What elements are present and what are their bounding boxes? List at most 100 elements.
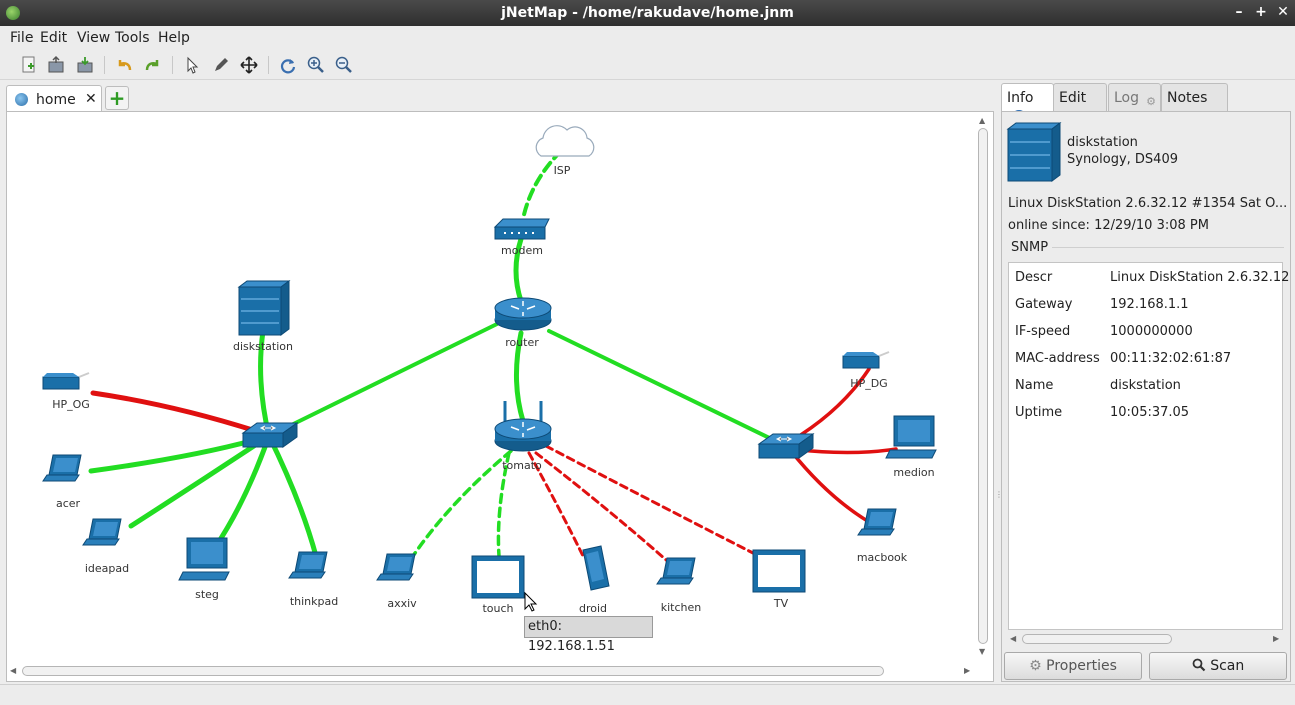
tab-info[interactable]: Infoi [1001,83,1054,126]
globe-icon [15,93,28,106]
link-switch2-macbook [789,449,878,528]
node-hp-dg[interactable]: HP_DG [842,351,890,390]
node-droid[interactable]: droid [579,545,610,615]
move-icon[interactable] [239,55,259,75]
snmp-value: 192.168.1.1 [1110,297,1189,312]
link-tomato-axxiv [411,449,513,558]
zoom-out-icon[interactable] [334,55,354,75]
minimize-button[interactable]: – [1235,4,1243,20]
pen-icon[interactable] [211,55,231,75]
gear-icon: ⚙ [1146,95,1156,108]
properties-button-label: Properties [1046,658,1117,674]
maximize-button[interactable]: + [1255,4,1267,20]
device-model: Synology, DS409 [1067,152,1178,167]
menu-bar: File Edit View Tools Help [0,26,1295,50]
link-switch1-ideapad [128,433,272,529]
snmp-key: Gateway [1015,297,1073,312]
node-hp-og[interactable]: HP_OG [42,372,90,411]
node-switch-1[interactable] [242,422,298,448]
app-icon [6,6,20,20]
node-axxiv[interactable]: axxiv [376,553,417,610]
map-vertical-scrollbar[interactable]: ▲ ▼ [976,114,990,659]
scan-button[interactable]: Scan [1149,652,1287,680]
scroll-right-icon[interactable]: ▶ [964,666,971,675]
menu-tools[interactable]: Tools [115,30,150,46]
node-switch-2[interactable] [758,433,814,459]
node-label: tomato [502,459,542,472]
close-tab-icon[interactable]: ✕ [85,91,97,107]
node-steg[interactable]: steg [178,537,230,601]
zoom-in-icon[interactable] [306,55,326,75]
save-icon[interactable] [75,55,95,75]
menu-view[interactable]: View [77,30,111,46]
device-system-description: Linux DiskStation 2.6.32.12 #1354 Sat O.… [1008,196,1288,211]
node-label: medion [893,466,934,479]
close-window-button[interactable]: ✕ [1277,4,1289,20]
network-map-canvas[interactable]: ISP modem router diskstation HP [6,111,994,682]
menu-help[interactable]: Help [158,30,190,46]
node-label: modem [501,244,543,257]
panel-splitter[interactable]: ⋮ [995,490,1003,499]
device-name: diskstation [1067,135,1138,150]
snmp-key: Descr [1015,270,1053,285]
undo-icon[interactable] [114,55,134,75]
scroll-left-icon[interactable]: ◀ [1010,634,1017,643]
scroll-left-icon[interactable]: ◀ [10,666,17,675]
toolbar [0,50,1295,80]
redo-icon[interactable] [143,55,163,75]
tab-home[interactable]: home ✕ [6,85,102,112]
tab-log[interactable]: Log ⚙ [1108,83,1161,112]
link-modem-router [513,236,524,304]
link-switch1-steg [213,433,272,549]
title-bar: jNetMap - /home/rakudave/home.jnm – + ✕ [0,0,1295,26]
scroll-thumb[interactable] [22,666,884,676]
snmp-horizontal-scrollbar[interactable]: ◀ ▶ [1008,632,1283,646]
node-acer[interactable]: acer [42,454,82,510]
scroll-thumb[interactable] [1022,634,1172,644]
refresh-icon[interactable] [278,55,298,75]
open-icon[interactable] [46,55,66,75]
node-modem[interactable]: modem [493,218,550,257]
menu-file[interactable]: File [10,30,34,46]
tab-log-label: Log [1114,90,1140,106]
node-router[interactable]: router [494,297,552,349]
node-medion[interactable]: medion [885,415,937,479]
map-horizontal-scrollbar[interactable]: ◀ ▶ [8,664,974,678]
snmp-key: MAC-address [1015,351,1100,366]
scroll-right-icon[interactable]: ▶ [1273,634,1280,643]
toolbar-separator [104,56,105,74]
node-kitchen[interactable]: kitchen [656,557,701,614]
link-tomato-kitchen [534,451,675,568]
link-switch1-thinkpad [266,433,319,559]
node-tv[interactable]: TV [752,549,806,610]
select-icon[interactable] [182,55,202,75]
snmp-value: 10:05:37.05 [1110,405,1190,420]
scroll-thumb[interactable] [978,128,988,644]
snmp-group-title: SNMP [1010,240,1050,255]
snmp-group-border [1052,247,1284,248]
tab-notes[interactable]: Notes▤ [1161,83,1228,124]
node-thinkpad[interactable]: thinkpad [288,551,338,608]
scroll-up-icon[interactable]: ▲ [979,116,986,125]
new-file-icon[interactable] [19,55,39,75]
snmp-key: Name [1015,378,1054,393]
gear-icon: ⚙ [1029,658,1042,674]
scroll-down-icon[interactable]: ▼ [979,647,986,656]
tab-edit[interactable]: Edit✎ [1053,83,1107,124]
menu-edit[interactable]: Edit [40,30,68,46]
node-label: droid [579,602,607,615]
snmp-key: IF-speed [1015,324,1071,339]
tab-edit-label: Edit [1059,90,1087,106]
node-isp[interactable]: ISP [535,125,595,177]
node-ideapad[interactable]: ideapad [82,518,129,575]
properties-button[interactable]: ⚙ Properties [1004,652,1142,680]
node-touch[interactable]: touch [471,555,525,615]
node-tomato[interactable]: tomato [494,401,552,472]
node-label: acer [56,497,81,510]
scan-button-label: Scan [1210,658,1245,674]
node-macbook[interactable]: macbook [857,508,908,564]
add-tab-button[interactable]: + [105,86,129,110]
node-diskstation[interactable]: diskstation [233,280,293,353]
link-tomato-touch [496,451,511,558]
